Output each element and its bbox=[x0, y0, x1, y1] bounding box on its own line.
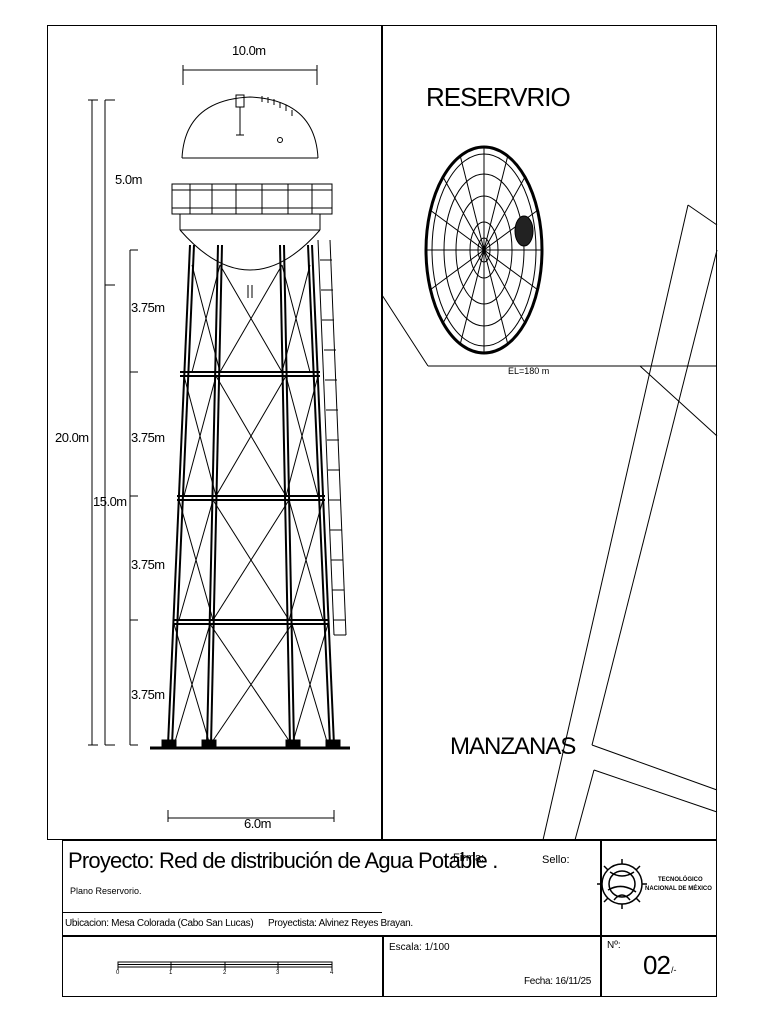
number-value: 02 bbox=[643, 950, 671, 980]
tower-struts bbox=[173, 371, 329, 625]
plan-title: RESERVRIO bbox=[426, 82, 571, 112]
dim-top-width: 10.0m bbox=[232, 43, 266, 58]
firma-label: Firma: bbox=[453, 852, 485, 864]
title-block-scale-cell bbox=[62, 936, 383, 997]
site-lines bbox=[381, 204, 718, 841]
dim-dome-height: 5.0m bbox=[115, 172, 142, 187]
scale-tick-0: 0 bbox=[116, 970, 120, 976]
site-label: MANZANAS bbox=[450, 733, 576, 760]
location-text: Ubicacion: Mesa Colorada (Cabo San Lucas… bbox=[65, 918, 254, 929]
elevation-label: EL=180 m bbox=[508, 366, 550, 376]
tower-bracing bbox=[173, 264, 329, 746]
designer-text: Proyectista: Alvinez Reyes Brayan. bbox=[268, 918, 413, 929]
scale-tick-1: 1 bbox=[169, 970, 173, 976]
base-width-dimension bbox=[167, 810, 335, 822]
scale-tick-3: 3 bbox=[276, 970, 280, 976]
dim-base-width: 6.0m bbox=[244, 816, 271, 831]
title-block-logo-cell bbox=[601, 840, 717, 936]
scale-text: Escala: 1/100 bbox=[389, 942, 450, 953]
dim-level-1: 3.75m bbox=[131, 300, 165, 315]
dim-tower-height: 15.0m bbox=[93, 494, 127, 509]
date-text: Fecha: 16/11/25 bbox=[524, 976, 592, 987]
sello-label: Sello: bbox=[542, 854, 570, 866]
ladder bbox=[317, 239, 347, 636]
title-block-scale-text-cell bbox=[383, 936, 601, 997]
tank-dome bbox=[181, 94, 319, 159]
title-block-number-cell bbox=[601, 936, 717, 997]
title-block-divider bbox=[62, 912, 382, 913]
top-width-dimension bbox=[182, 65, 318, 85]
vertical-dimensions bbox=[88, 99, 138, 746]
dim-level-2: 3.75m bbox=[131, 430, 165, 445]
number-label: Nº: bbox=[607, 940, 621, 951]
scale-tick-4: 4 bbox=[330, 970, 334, 976]
number-suffix: /- bbox=[671, 965, 677, 975]
dim-total-height: 20.0m bbox=[55, 430, 89, 445]
balcony bbox=[171, 183, 333, 298]
ground-line bbox=[150, 739, 350, 750]
logo-line-2: NACIONAL DE MÉXICO bbox=[645, 886, 712, 892]
dim-level-3: 3.75m bbox=[131, 557, 165, 572]
plan-frame bbox=[382, 25, 717, 840]
plan-name: Plano Reservorio. bbox=[70, 886, 142, 896]
reservoir-plan bbox=[424, 145, 544, 355]
title-block-row1 bbox=[62, 840, 601, 936]
project-title: Proyecto: Red de distribución de Agua Po… bbox=[68, 848, 498, 873]
scale-tick-2: 2 bbox=[223, 970, 227, 976]
dim-level-4: 3.75m bbox=[131, 687, 165, 702]
elevation-frame bbox=[47, 25, 382, 840]
logo-line-1: TECNOLÓGICO bbox=[658, 877, 703, 883]
